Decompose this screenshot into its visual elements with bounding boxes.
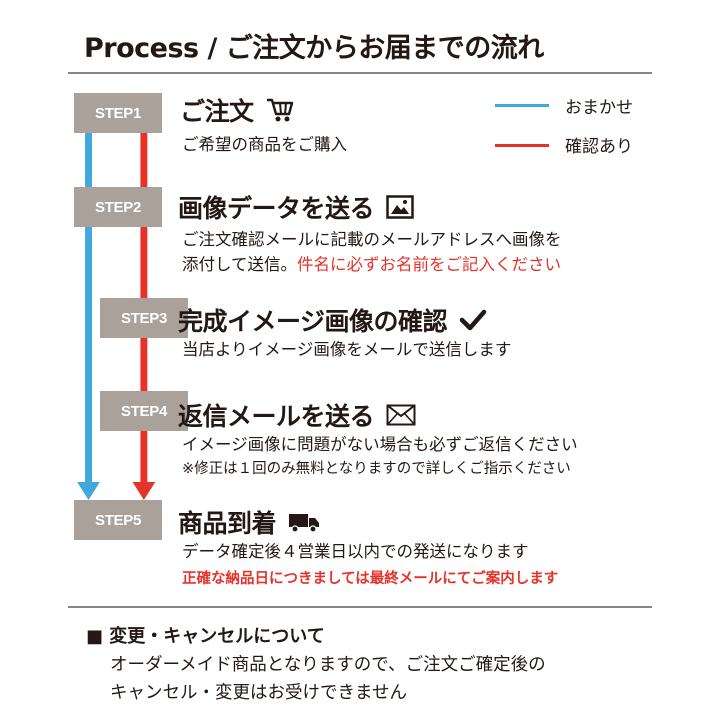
step4-title-text: 返信メールを送る [178,402,375,431]
step4-badge: STEP4 [100,391,188,431]
step1-title: ご注文 [180,92,294,128]
truck-icon [288,511,320,533]
step5-badge: STEP5 [74,500,162,540]
envelope-icon [386,404,416,426]
image-icon [386,195,414,219]
checkmark-icon [459,309,487,331]
step2-desc-plain: 添付して送信。 [182,255,298,274]
step5-desc: データ確定後４営業日以内での発送になります [182,542,529,561]
step5-title: 商品到着 [178,504,320,540]
notice-line2: キャンセル・変更はお受けできません [110,683,407,703]
shopping-cart-icon [266,97,294,123]
step5-red-line: 正確な納品日につきましては最終メールにてご案内します [182,571,559,587]
step2-badge: STEP2 [74,187,162,227]
step3-title: 完成イメージ画像の確認 [178,302,487,338]
notice-divider [68,606,652,608]
step3-desc: 当店よりイメージ画像をメールで送信します [182,340,512,359]
legend-line-omakase [495,104,549,107]
step1-desc: ご希望の商品をご購入 [182,135,347,154]
arrow-omakase [77,128,100,500]
step2-title: 画像データを送る [178,189,414,225]
step3-badge: STEP3 [100,298,188,338]
step3-title-text: 完成イメージ画像の確認 [178,307,448,336]
step1-title-text: ご注文 [180,97,254,126]
step1-badge: STEP1 [74,93,162,133]
step2-desc-red: 件名に必ずお名前をご記入ください [297,255,562,274]
step2-desc-line1: ご注文確認メールに記載のメールアドレスへ画像を [182,230,562,249]
step4-title: 返信メールを送る [178,397,416,433]
legend-line-kakunin [495,144,549,147]
legend-label-omakase: おまかせ [565,98,633,118]
step5-title-text: 商品到着 [178,509,277,538]
step2-desc-line2: 添付して送信。件名に必ずお名前をご記入ください [182,252,561,278]
legend-label-kakunin: 確認あり [565,137,633,157]
notice-heading: ■ 変更・キャンセルについて [86,626,325,647]
notice-line1: オーダーメイド商品となりますので、ご注文ご確定後の [110,655,546,675]
step4-desc: イメージ画像に問題がない場合も必ずご返信ください [182,435,578,454]
step4-note: ※修正は１回のみ無料となりますので詳しくご指示ください [182,461,571,477]
step2-title-text: 画像データを送る [178,194,375,223]
page-title: Process / ご注文からお届までの流れ [84,33,544,64]
header-divider [68,72,652,74]
